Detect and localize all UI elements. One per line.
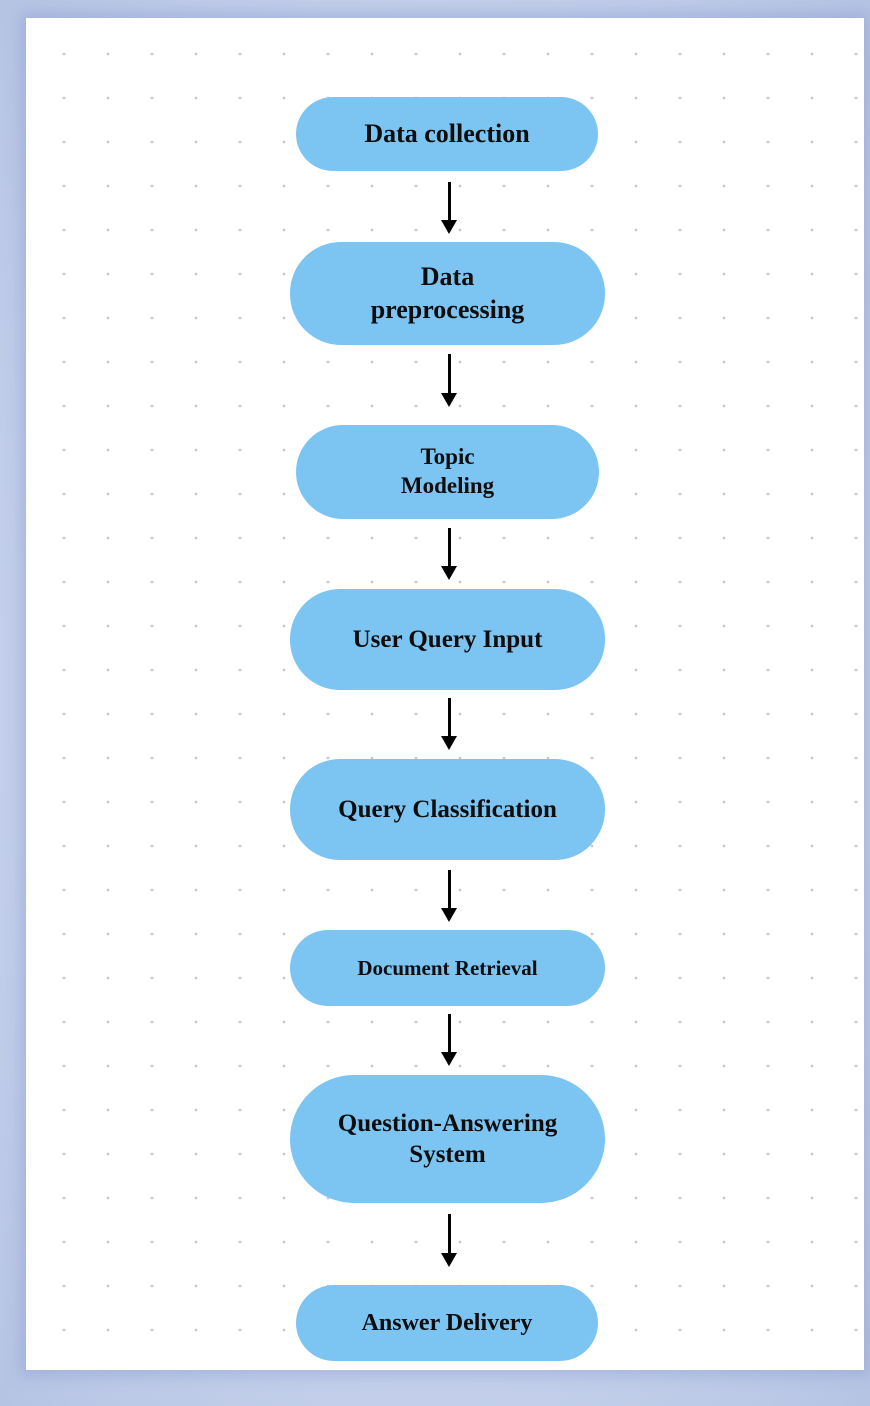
arrow-6 (439, 1014, 459, 1066)
arrow-2 (439, 354, 459, 407)
step-topic-modeling: Topic Modeling (296, 425, 599, 519)
arrow-4 (439, 698, 459, 750)
arrow-1 (439, 182, 459, 234)
step-query-classification: Query Classification (290, 759, 605, 860)
step-data-collection: Data collection (296, 97, 598, 171)
step-answer-delivery: Answer Delivery (296, 1285, 598, 1361)
arrow-7 (439, 1214, 459, 1267)
arrow-3 (439, 528, 459, 580)
step-user-query-input: User Query Input (290, 589, 605, 690)
diagram-canvas: Data collection Data preprocessing Topic… (26, 18, 864, 1370)
arrow-5 (439, 870, 459, 922)
step-question-answering-system: Question-Answering System (290, 1075, 605, 1203)
step-data-preprocessing: Data preprocessing (290, 242, 605, 345)
step-document-retrieval: Document Retrieval (290, 930, 605, 1006)
